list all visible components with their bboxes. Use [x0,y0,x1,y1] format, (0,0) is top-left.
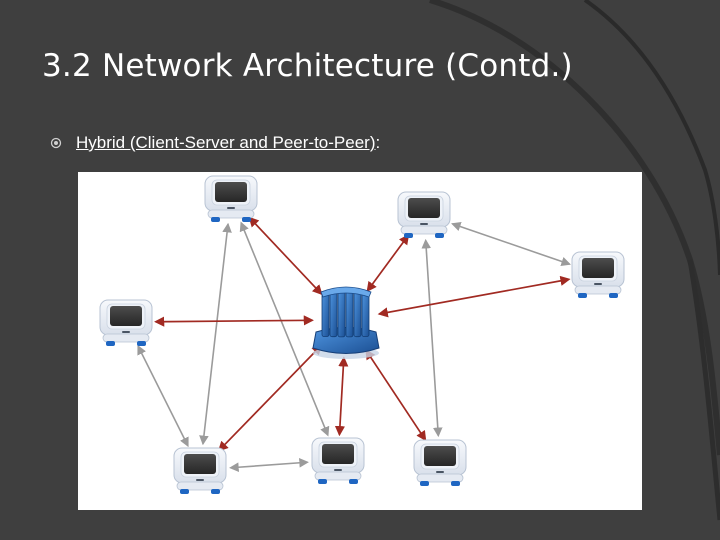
computer-icon [571,251,625,298]
client-server-link [248,216,323,296]
client-server-link [377,275,571,318]
peer-link [451,221,571,267]
client-server-link [217,344,323,452]
server-icon [312,286,380,359]
bullet-item: Hybrid (Client-Server and Peer-to-Peer) … [50,133,380,153]
peer-link [421,238,443,438]
peer-link [229,458,309,472]
network-diagram [78,172,642,510]
peer-link [137,344,189,448]
page-title: 3.2 Network Architecture (Contd.) [42,48,573,84]
computer-icon [173,447,227,494]
computer-icon [99,299,153,346]
bullet-suffix: : [375,133,381,152]
nodes-layer [99,175,625,494]
bullet-text: Hybrid (Client-Server and Peer-to-Peer) [76,133,376,152]
client-server-link [154,315,314,327]
network-diagram-svg [99,175,625,494]
computer-icon [397,191,451,238]
client-server-link [334,356,349,437]
bullet-icon [50,137,62,149]
client-server-link [366,234,410,293]
peer-link [199,222,232,446]
computer-icon [311,437,365,484]
client-server-link [365,349,427,442]
computer-icon [204,175,258,222]
links-layer [137,216,571,472]
computer-icon [413,439,467,486]
